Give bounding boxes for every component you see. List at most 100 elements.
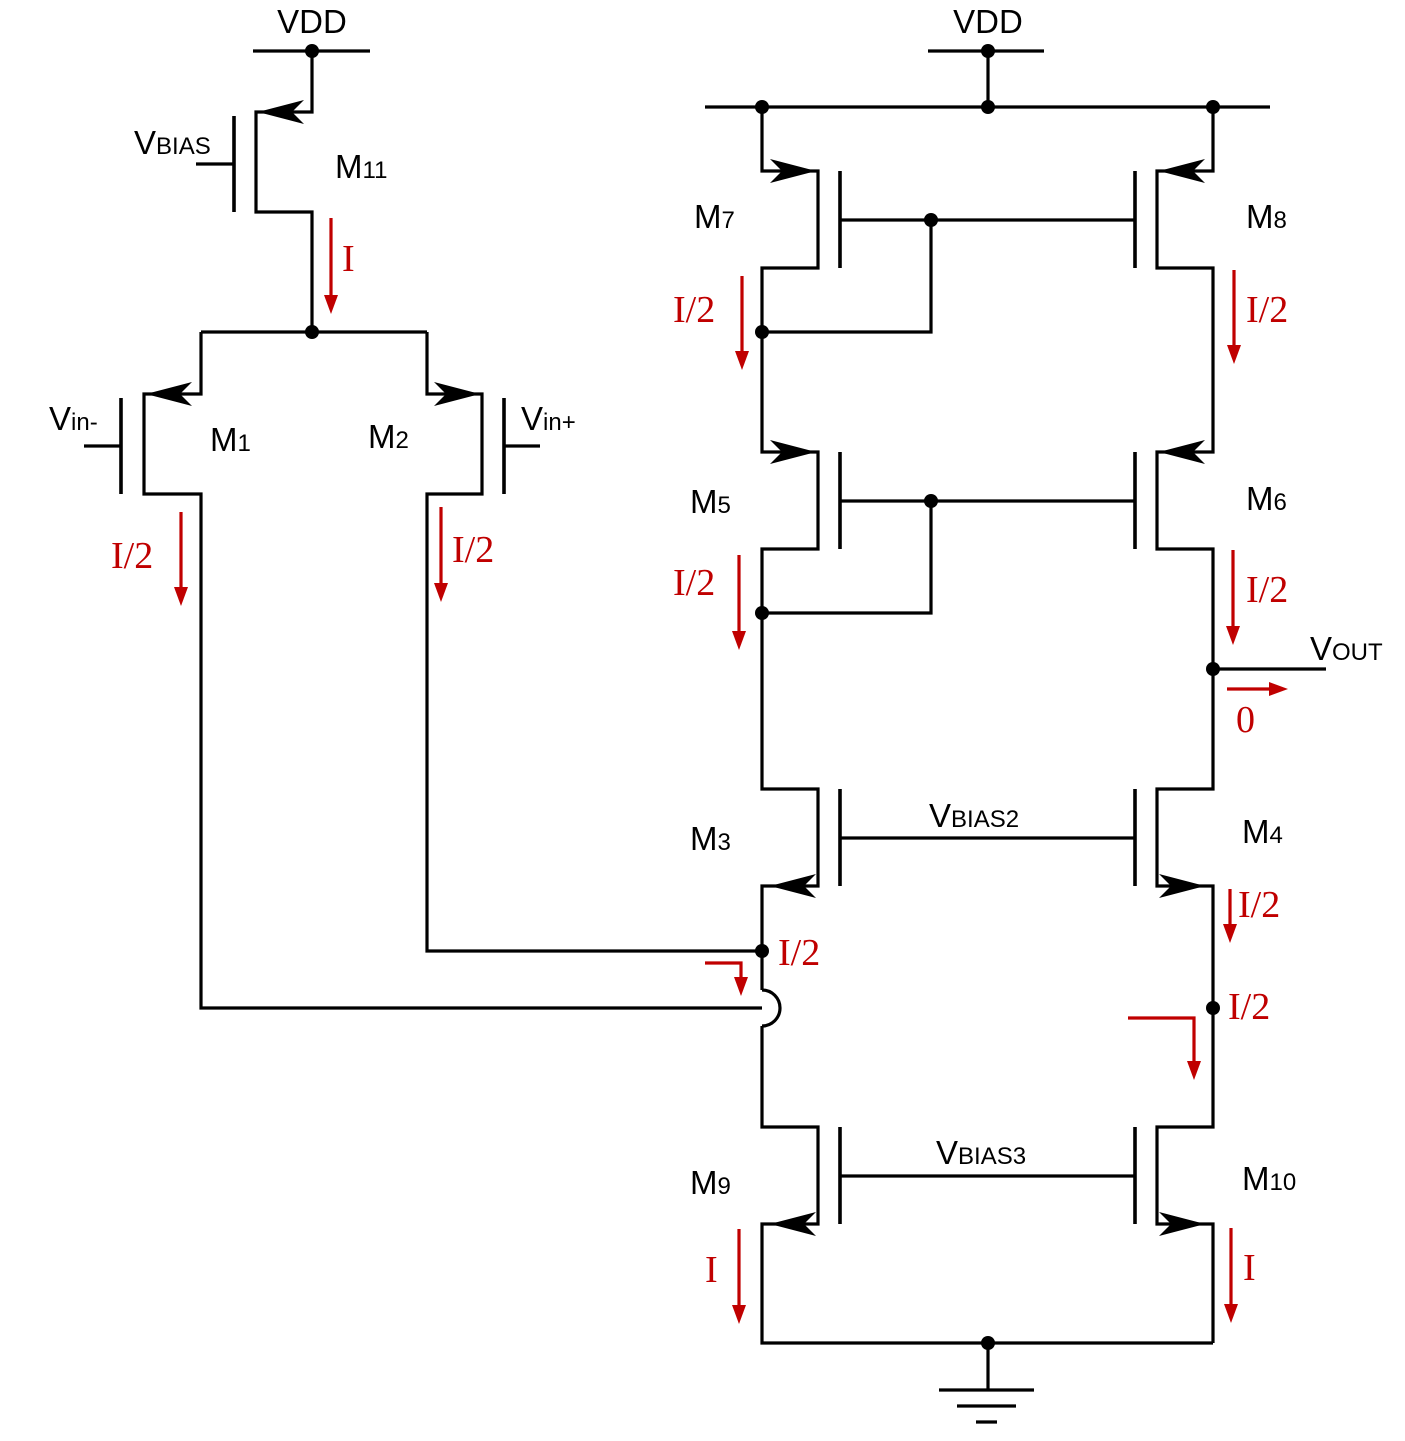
m11-label: M11 <box>335 148 387 185</box>
vbias3-label-main: V <box>936 1134 958 1171</box>
junction-dot <box>981 100 995 114</box>
vout-label: VOUT <box>1310 630 1383 667</box>
current-arrow-m6-head <box>1226 626 1240 645</box>
current-label-m2: I/2 <box>452 529 494 571</box>
vout-label-main: V <box>1310 630 1332 667</box>
m5-label-sub: 5 <box>718 492 731 519</box>
current-arrows <box>174 218 1288 1324</box>
vin-plus-label-main: V <box>521 400 543 437</box>
junction-dot <box>1206 662 1220 676</box>
current-label-m6: I/2 <box>1246 569 1288 611</box>
m3-label: M3 <box>690 820 731 857</box>
vbias2-label: VBIAS2 <box>929 797 1019 834</box>
junction-dot <box>924 213 938 227</box>
current-arrow-m2-head <box>434 583 448 602</box>
vout-label-sub: OUT <box>1332 639 1383 666</box>
m7-arrow-icon <box>770 159 816 183</box>
m2-label: M2 <box>368 418 409 455</box>
current-label-vout: 0 <box>1236 699 1255 741</box>
current-arrow-m1-head <box>174 587 188 606</box>
junction-dot <box>755 944 769 958</box>
junction-dot <box>755 606 769 620</box>
m1-branch-wire <box>142 332 762 1010</box>
current-arrow-m7-head <box>735 351 749 370</box>
m5-label-main: M <box>690 483 718 520</box>
current-label-m4: I/2 <box>1238 884 1280 926</box>
vbias-label: VBIAS <box>134 124 211 161</box>
m1-arrow-icon <box>146 382 192 406</box>
right-column-wire <box>1155 107 1215 1343</box>
vbias2-label-main: V <box>929 797 951 834</box>
m6-label: M6 <box>1246 480 1287 517</box>
m4-arrow-icon <box>1159 874 1205 898</box>
m9-arrow-icon <box>770 1212 816 1236</box>
m5-m6-gate-wire <box>762 499 1135 615</box>
current-arrow-node-left-head <box>734 977 748 996</box>
transistor-arrowheads <box>146 100 1205 1236</box>
junction-dot <box>305 44 319 58</box>
vin-minus-label-sub: in- <box>71 409 98 436</box>
m2-arrow-icon <box>434 382 480 406</box>
current-arrow-m8-head <box>1227 345 1241 364</box>
m4-label-sub: 4 <box>1270 822 1283 849</box>
current-arrow-vout-head <box>1269 682 1288 696</box>
current-label-m8: I/2 <box>1246 289 1288 331</box>
m3-arrow-icon <box>770 874 816 898</box>
m7-label-main: M <box>694 198 722 235</box>
vdd-right-label: VDD <box>953 3 1023 40</box>
m11-label-main: M <box>335 148 363 185</box>
m7-m8-gate-wire <box>762 218 1135 334</box>
vdd-right-stub <box>928 49 1044 107</box>
current-arrow-m9-head <box>732 1305 746 1324</box>
transistor-labels: M11 M1 M2 M7 M8 M5 M6 M3 M4 M9 M10 <box>210 148 1296 1201</box>
m4-label-main: M <box>1242 813 1270 850</box>
junction-dots <box>305 44 1220 1350</box>
m8-arrow-icon <box>1159 159 1205 183</box>
vin-minus-label: Vin- <box>49 400 98 437</box>
current-arrow-m11-head <box>324 295 338 314</box>
m2-branch-wire <box>425 332 762 953</box>
m4-label: M4 <box>1242 813 1283 850</box>
junction-dot <box>924 494 938 508</box>
m8-label-main: M <box>1246 198 1274 235</box>
m8-label-sub: 8 <box>1274 207 1287 234</box>
current-label-m11: I <box>342 238 355 280</box>
junction-dot <box>755 325 769 339</box>
current-label-m9: I <box>705 1249 718 1291</box>
current-arrow-node-left <box>705 961 743 978</box>
ground-symbol <box>939 1343 1034 1424</box>
m1-label-main: M <box>210 421 238 458</box>
m1-label-sub: 1 <box>238 430 251 457</box>
vin-plus-label-sub: in+ <box>543 409 576 436</box>
current-label-node-right: I/2 <box>1228 986 1270 1028</box>
m10-label: M10 <box>1242 1160 1296 1197</box>
current-arrow-m5-head <box>732 631 746 650</box>
junction-dot <box>305 325 319 339</box>
vbias-label-main: V <box>134 124 156 161</box>
m8-label: M8 <box>1246 198 1287 235</box>
wires <box>84 49 1326 1424</box>
current-label-m7: I/2 <box>673 289 715 331</box>
current-arrow-node-right-head <box>1187 1061 1201 1080</box>
vbias3-label-sub: BIAS3 <box>958 1143 1026 1170</box>
vin-minus-label-main: V <box>49 400 71 437</box>
current-arrow-node-right <box>1128 1016 1196 1062</box>
current-arrow-m4-head <box>1223 924 1237 943</box>
m11-arrow-icon <box>258 100 304 124</box>
m5-label: M5 <box>690 483 731 520</box>
left-column-wire-top <box>760 107 820 990</box>
net-labels: VDD VDD VBIAS Vin- Vin+ VOUT VBIAS2 VBIA… <box>49 3 1383 1171</box>
m9-label-main: M <box>690 1164 718 1201</box>
m7-label-sub: 7 <box>722 207 735 234</box>
m10-label-sub: 10 <box>1270 1169 1297 1196</box>
m7-label: M7 <box>694 198 735 235</box>
m9-label-sub: 9 <box>718 1173 731 1200</box>
m1-label: M1 <box>210 421 251 458</box>
current-label-m10: I <box>1243 1247 1256 1289</box>
current-label-m5: I/2 <box>673 562 715 604</box>
m10-label-main: M <box>1242 1160 1270 1197</box>
junction-dot <box>981 44 995 58</box>
m2-label-main: M <box>368 418 396 455</box>
junction-dot <box>755 100 769 114</box>
